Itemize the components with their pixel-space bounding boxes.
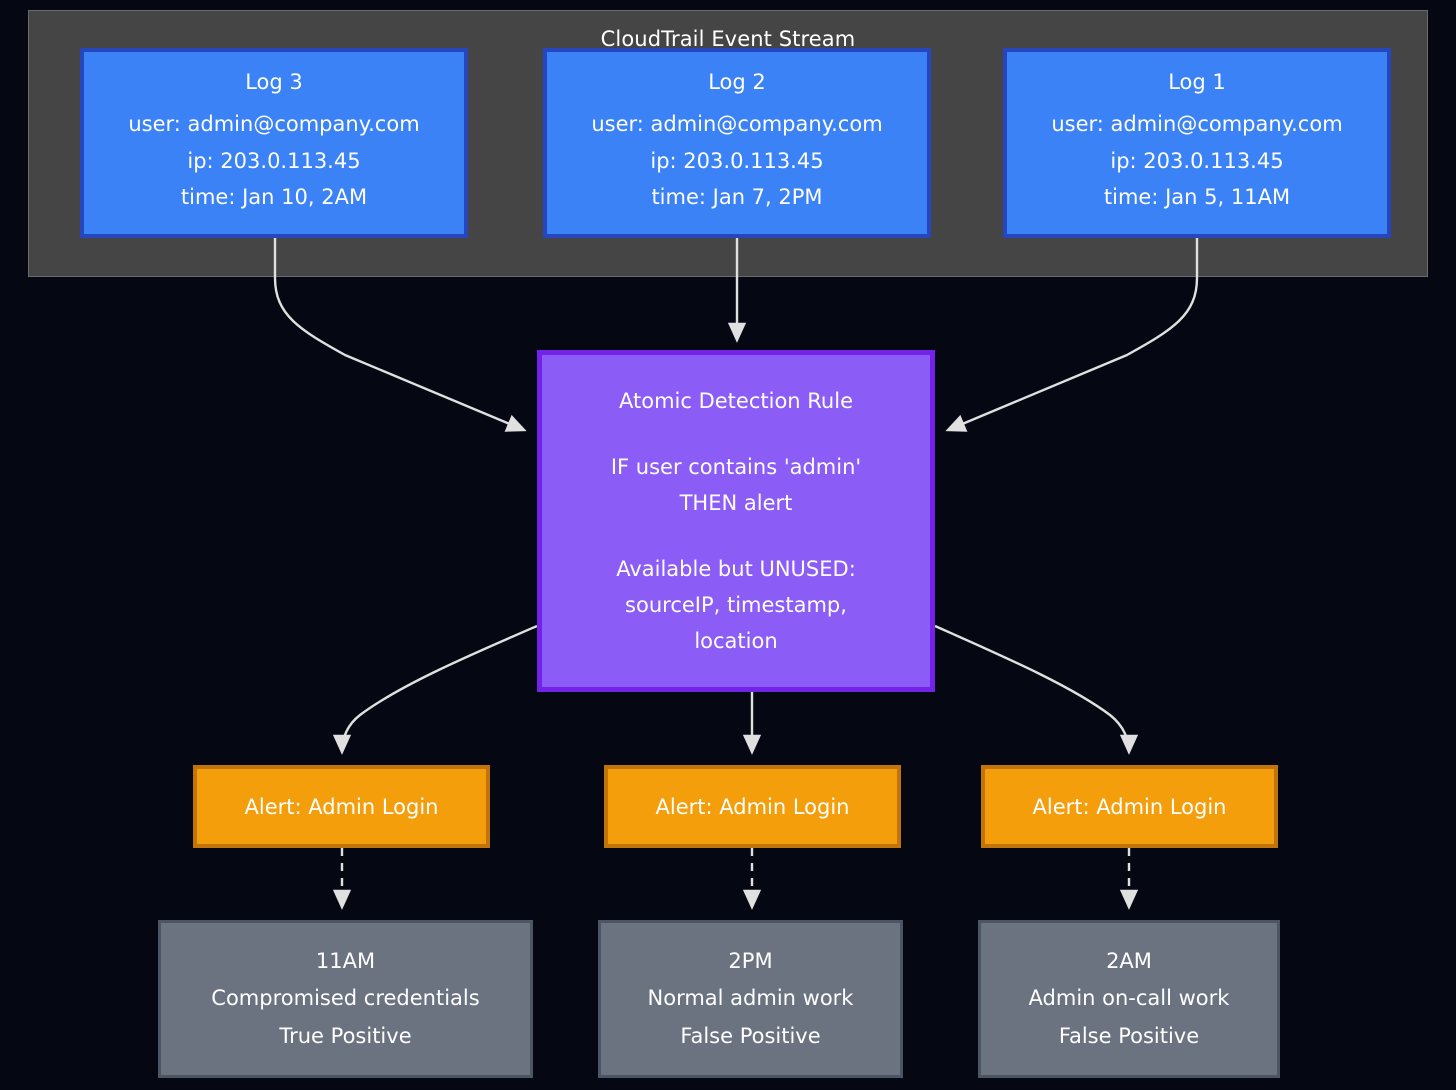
log-time: time: Jan 10, 2AM bbox=[180, 185, 368, 210]
log-time: time: Jan 5, 11AM bbox=[1103, 185, 1291, 210]
edge-rule-to-alert-3 bbox=[934, 624, 1139, 755]
outcome-description: Compromised credentials bbox=[211, 986, 480, 1011]
alert-box-3[interactable]: Alert: Admin Login bbox=[981, 765, 1278, 848]
alert-label: Alert: Admin Login bbox=[1032, 794, 1227, 819]
alert-box-2[interactable]: Alert: Admin Login bbox=[604, 765, 901, 848]
log-title: Log 2 bbox=[708, 69, 766, 94]
alert-label: Alert: Admin Login bbox=[655, 794, 850, 819]
outcome-verdict: False Positive bbox=[1058, 1023, 1200, 1048]
outcome-box-3[interactable]: 2AM Admin on-call work False Positive bbox=[978, 920, 1280, 1078]
atomic-detection-rule-box[interactable]: Atomic Detection Rule IF user contains '… bbox=[537, 350, 935, 692]
outcome-verdict: False Positive bbox=[680, 1023, 821, 1048]
outcome-box-1[interactable]: 11AM Compromised credentials True Positi… bbox=[158, 920, 533, 1078]
log-ip: ip: 203.0.113.45 bbox=[1110, 148, 1284, 173]
log-user: user: admin@company.com bbox=[128, 111, 420, 136]
outcome-verdict: True Positive bbox=[279, 1023, 412, 1048]
rule-unused-fields-line2: location bbox=[694, 629, 778, 654]
outcome-description: Normal admin work bbox=[647, 986, 854, 1011]
log-event-box-2[interactable]: Log 2 user: admin@company.com ip: 203.0.… bbox=[543, 48, 931, 238]
log-title: Log 3 bbox=[245, 69, 303, 94]
log-event-box-1[interactable]: Log 1 user: admin@company.com ip: 203.0.… bbox=[1003, 48, 1391, 238]
rule-unused-header: Available but UNUSED: bbox=[616, 557, 856, 581]
log-ip: ip: 203.0.113.45 bbox=[187, 148, 361, 173]
rule-title: Atomic Detection Rule bbox=[619, 388, 853, 413]
alert-box-1[interactable]: Alert: Admin Login bbox=[193, 765, 490, 848]
log-user: user: admin@company.com bbox=[1051, 111, 1343, 136]
rule-unused-fields-line1: sourceIP, timestamp, bbox=[625, 593, 847, 618]
outcome-description: Admin on-call work bbox=[1028, 986, 1230, 1011]
rule-condition: IF user contains 'admin' bbox=[610, 454, 862, 479]
outcome-time: 2AM bbox=[1106, 948, 1152, 973]
alert-label: Alert: Admin Login bbox=[244, 794, 439, 819]
rule-action: THEN alert bbox=[679, 490, 793, 515]
outcome-box-2[interactable]: 2PM Normal admin work False Positive bbox=[598, 920, 903, 1078]
log-event-box-3[interactable]: Log 3 user: admin@company.com ip: 203.0.… bbox=[80, 48, 468, 238]
outcome-time: 11AM bbox=[315, 948, 376, 973]
log-ip: ip: 203.0.113.45 bbox=[650, 148, 824, 173]
log-time: time: Jan 7, 2PM bbox=[651, 185, 823, 210]
log-user: user: admin@company.com bbox=[591, 111, 883, 136]
log-title: Log 1 bbox=[1168, 69, 1226, 94]
outcome-time: 2PM bbox=[728, 948, 773, 973]
edge-rule-to-alert-1 bbox=[332, 624, 538, 755]
stream-title: CloudTrail Event Stream bbox=[600, 27, 856, 51]
